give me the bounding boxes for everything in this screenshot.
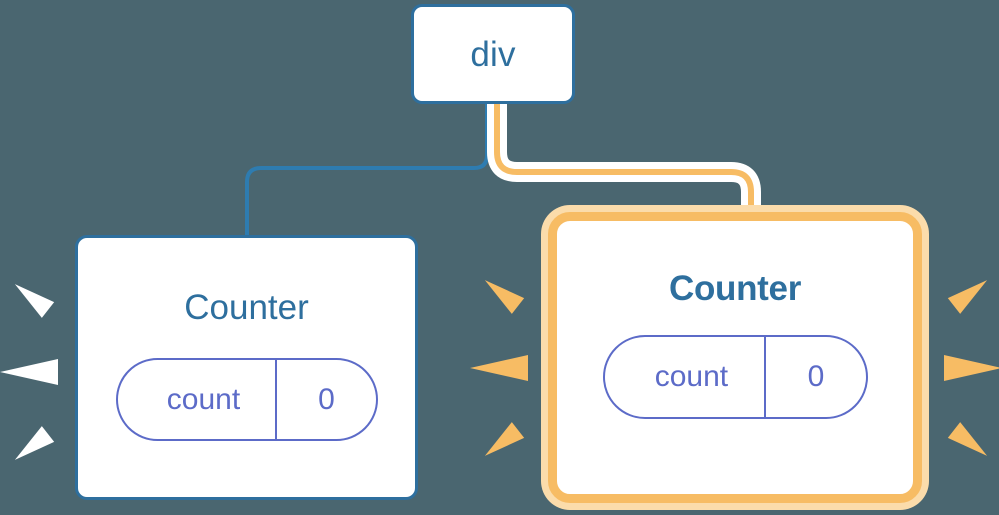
state-pill-right: count 0 [602,335,868,419]
state-key-left: count [118,360,278,439]
edge-div-to-counter-left [245,102,489,238]
state-value-left: 0 [318,382,335,416]
node-counter-right[interactable]: Counter count 0 [548,212,922,503]
node-div-label: div [470,34,516,74]
node-counter-right-label: Counter [668,269,802,308]
edge-div-to-counter-right [494,101,754,238]
state-key-right: count [605,337,767,417]
node-counter-left-label: Counter [184,288,309,327]
node-div[interactable]: div [411,4,575,104]
node-counter-left[interactable]: Counter count 0 [75,235,418,500]
state-pill-left: count 0 [115,358,378,441]
state-value-right: 0 [807,360,825,393]
